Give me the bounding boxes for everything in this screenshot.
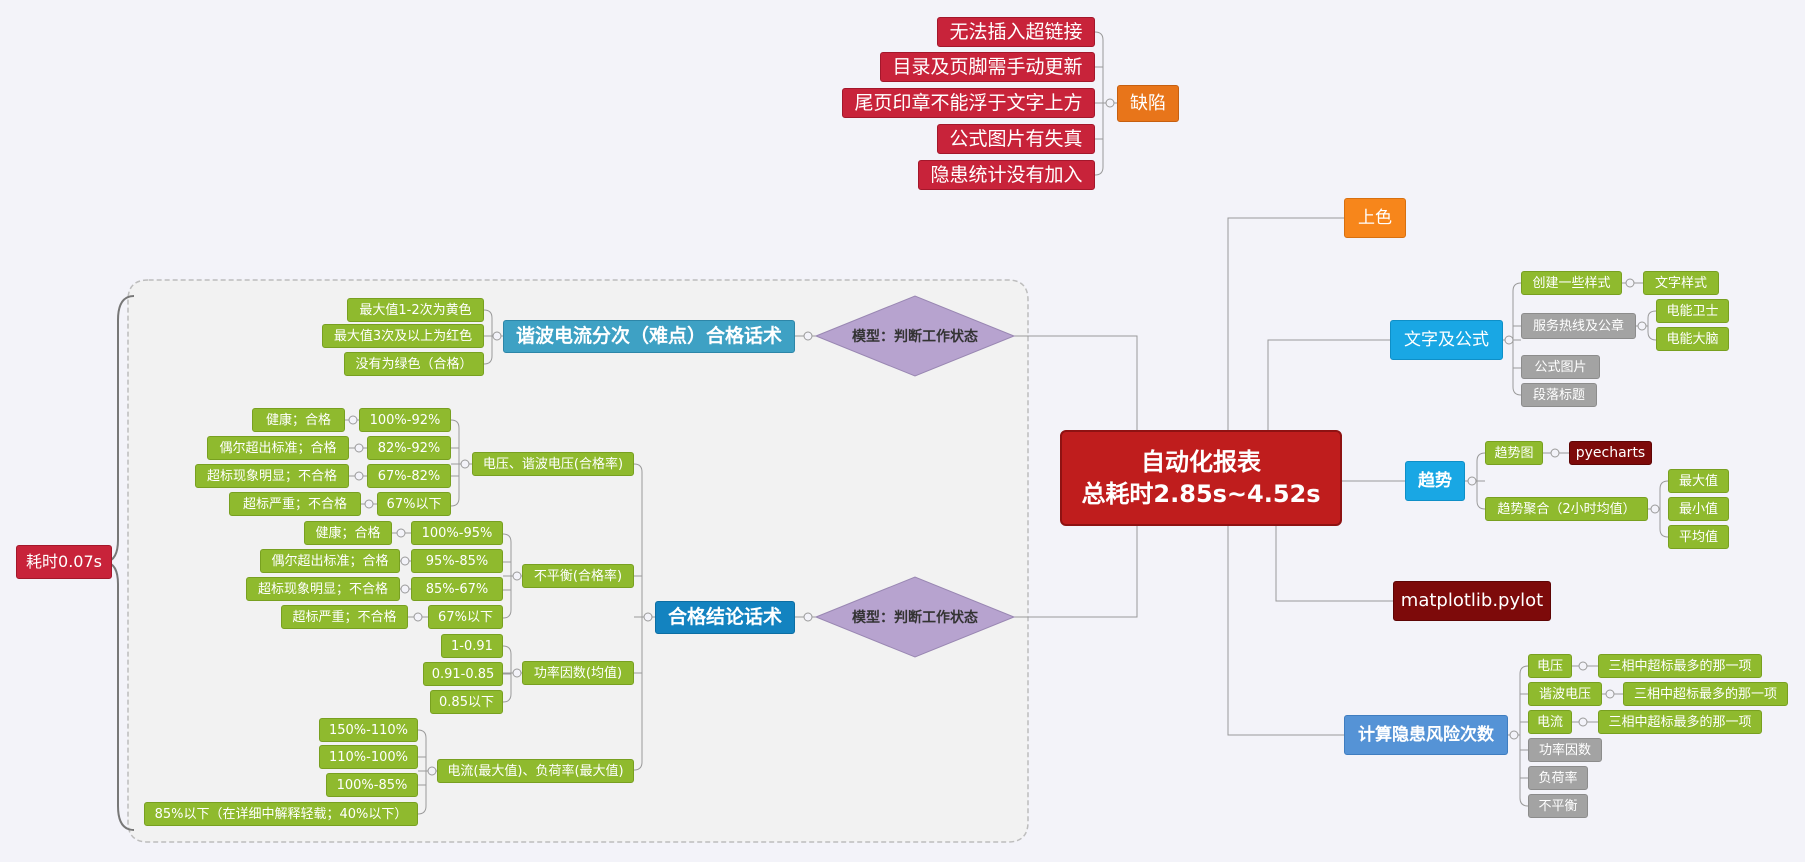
power-factor-range[interactable]: 0.91-0.85 xyxy=(423,662,503,686)
current-range[interactable]: 100%-85% xyxy=(326,773,418,797)
harmonic-item[interactable]: 最大值3次及以上为红色 xyxy=(322,324,484,348)
imbalance-range[interactable]: 95%-85% xyxy=(411,549,503,573)
defect-item[interactable]: 目录及页脚需手动更新 xyxy=(880,52,1095,82)
model-label-lower: 模型：判断工作状态 xyxy=(852,610,978,626)
imbalance-label[interactable]: 超标现象明显；不合格 xyxy=(246,577,400,601)
voltage-label[interactable]: 超标现象明显；不合格 xyxy=(195,464,349,488)
create-styles-node[interactable]: 创建一些样式 xyxy=(1521,271,1622,295)
trend-aggregate-node[interactable]: 趋势聚合（2小时均值） xyxy=(1485,497,1648,521)
voltage-range[interactable]: 67%以下 xyxy=(377,492,451,516)
imbalance-label[interactable]: 健康；合格 xyxy=(304,521,392,545)
risk-current-node[interactable]: 电流 xyxy=(1528,710,1572,734)
formula-image-node[interactable]: 公式图片 xyxy=(1521,355,1600,379)
imbalance-label[interactable]: 偶尔超出标准；合格 xyxy=(260,549,400,573)
imbalance-label[interactable]: 超标严重；不合格 xyxy=(281,605,408,629)
imbalance-range[interactable]: 67%以下 xyxy=(428,605,503,629)
paragraph-title-node[interactable]: 段落标题 xyxy=(1521,383,1597,407)
pass-conclusion-title[interactable]: 合格结论话术 xyxy=(655,601,795,634)
voltage-group-node[interactable]: 电压、谐波电压(合格率) xyxy=(472,452,634,476)
power-guard-node[interactable]: 电能卫士 xyxy=(1656,299,1729,323)
imbalance-range[interactable]: 85%-67% xyxy=(411,577,503,601)
imbalance-range[interactable]: 100%-95% xyxy=(411,521,503,545)
current-range[interactable]: 85%以下（在详细中解释轻载；40%以下） xyxy=(144,802,418,826)
risk-harmonic-voltage-detail[interactable]: 三相中超标最多的那一项 xyxy=(1623,682,1788,706)
power-factor-range[interactable]: 0.85以下 xyxy=(430,690,503,714)
model-label-upper: 模型：判断工作状态 xyxy=(852,329,978,345)
power-factor-group-node[interactable]: 功率因数(均值) xyxy=(522,661,634,685)
current-range[interactable]: 150%-110% xyxy=(319,718,418,742)
power-brain-node[interactable]: 电能大脑 xyxy=(1656,327,1729,351)
imbalance-group-node[interactable]: 不平衡(合格率) xyxy=(522,564,634,588)
defect-item[interactable]: 隐患统计没有加入 xyxy=(918,160,1095,190)
time-node[interactable]: 耗时0.07s xyxy=(16,545,112,579)
risk-imbalance-node[interactable]: 不平衡 xyxy=(1528,794,1588,818)
power-factor-range[interactable]: 1-0.91 xyxy=(441,634,503,658)
voltage-range[interactable]: 82%-92% xyxy=(367,436,451,460)
risk-count-node[interactable]: 计算隐患风险次数 xyxy=(1344,715,1508,755)
avg-value-node[interactable]: 平均值 xyxy=(1668,525,1729,549)
hotline-stamp-node[interactable]: 服务热线及公章 xyxy=(1521,313,1636,339)
defect-item[interactable]: 公式图片有失真 xyxy=(937,124,1095,154)
risk-voltage-node[interactable]: 电压 xyxy=(1528,654,1572,678)
defect-item[interactable]: 无法插入超链接 xyxy=(937,17,1095,47)
trend-chart-node[interactable]: 趋势图 xyxy=(1485,441,1543,465)
voltage-label[interactable]: 偶尔超出标准；合格 xyxy=(207,436,349,460)
risk-current-detail[interactable]: 三相中超标最多的那一项 xyxy=(1598,710,1762,734)
coloring-node[interactable]: 上色 xyxy=(1344,198,1406,238)
current-range[interactable]: 110%-100% xyxy=(319,745,418,769)
model-diamond-lower[interactable] xyxy=(814,576,1016,658)
harmonic-item[interactable]: 没有为绿色（合格） xyxy=(344,352,484,376)
voltage-label[interactable]: 超标严重；不合格 xyxy=(229,492,361,516)
defect-item[interactable]: 尾页印章不能浮于文字上方 xyxy=(842,88,1095,118)
min-value-node[interactable]: 最小值 xyxy=(1668,497,1729,521)
central-topic[interactable]: 自动化报表 总耗时2.85s~4.52s xyxy=(1060,430,1342,526)
current-load-group-node[interactable]: 电流(最大值)、负荷率(最大值) xyxy=(437,759,634,783)
risk-harmonic-voltage-node[interactable]: 谐波电压 xyxy=(1528,682,1602,706)
voltage-label[interactable]: 健康；合格 xyxy=(252,408,345,432)
voltage-range[interactable]: 100%-92% xyxy=(359,408,451,432)
text-formula-node[interactable]: 文字及公式 xyxy=(1390,320,1503,360)
central-subtitle: 总耗时2.85s~4.52s xyxy=(1081,480,1321,508)
harmonic-item[interactable]: 最大值1-2次为黄色 xyxy=(347,298,484,322)
text-style-node[interactable]: 文字样式 xyxy=(1643,271,1719,295)
risk-load-rate-node[interactable]: 负荷率 xyxy=(1528,766,1588,790)
risk-voltage-detail[interactable]: 三相中超标最多的那一项 xyxy=(1598,654,1762,678)
model-diamond-upper[interactable] xyxy=(814,295,1016,377)
voltage-range[interactable]: 67%-82% xyxy=(367,464,451,488)
max-value-node[interactable]: 最大值 xyxy=(1668,469,1729,493)
risk-power-factor-node[interactable]: 功率因数 xyxy=(1528,738,1602,762)
harmonic-current-title[interactable]: 谐波电流分次（难点）合格话术 xyxy=(503,320,795,353)
defects-node[interactable]: 缺陷 xyxy=(1117,85,1179,122)
pyecharts-node[interactable]: pyecharts xyxy=(1569,441,1652,465)
matplotlib-node[interactable]: matplotlib.pylot xyxy=(1393,581,1551,621)
trend-node[interactable]: 趋势 xyxy=(1405,461,1465,501)
central-title: 自动化报表 xyxy=(1141,447,1261,476)
